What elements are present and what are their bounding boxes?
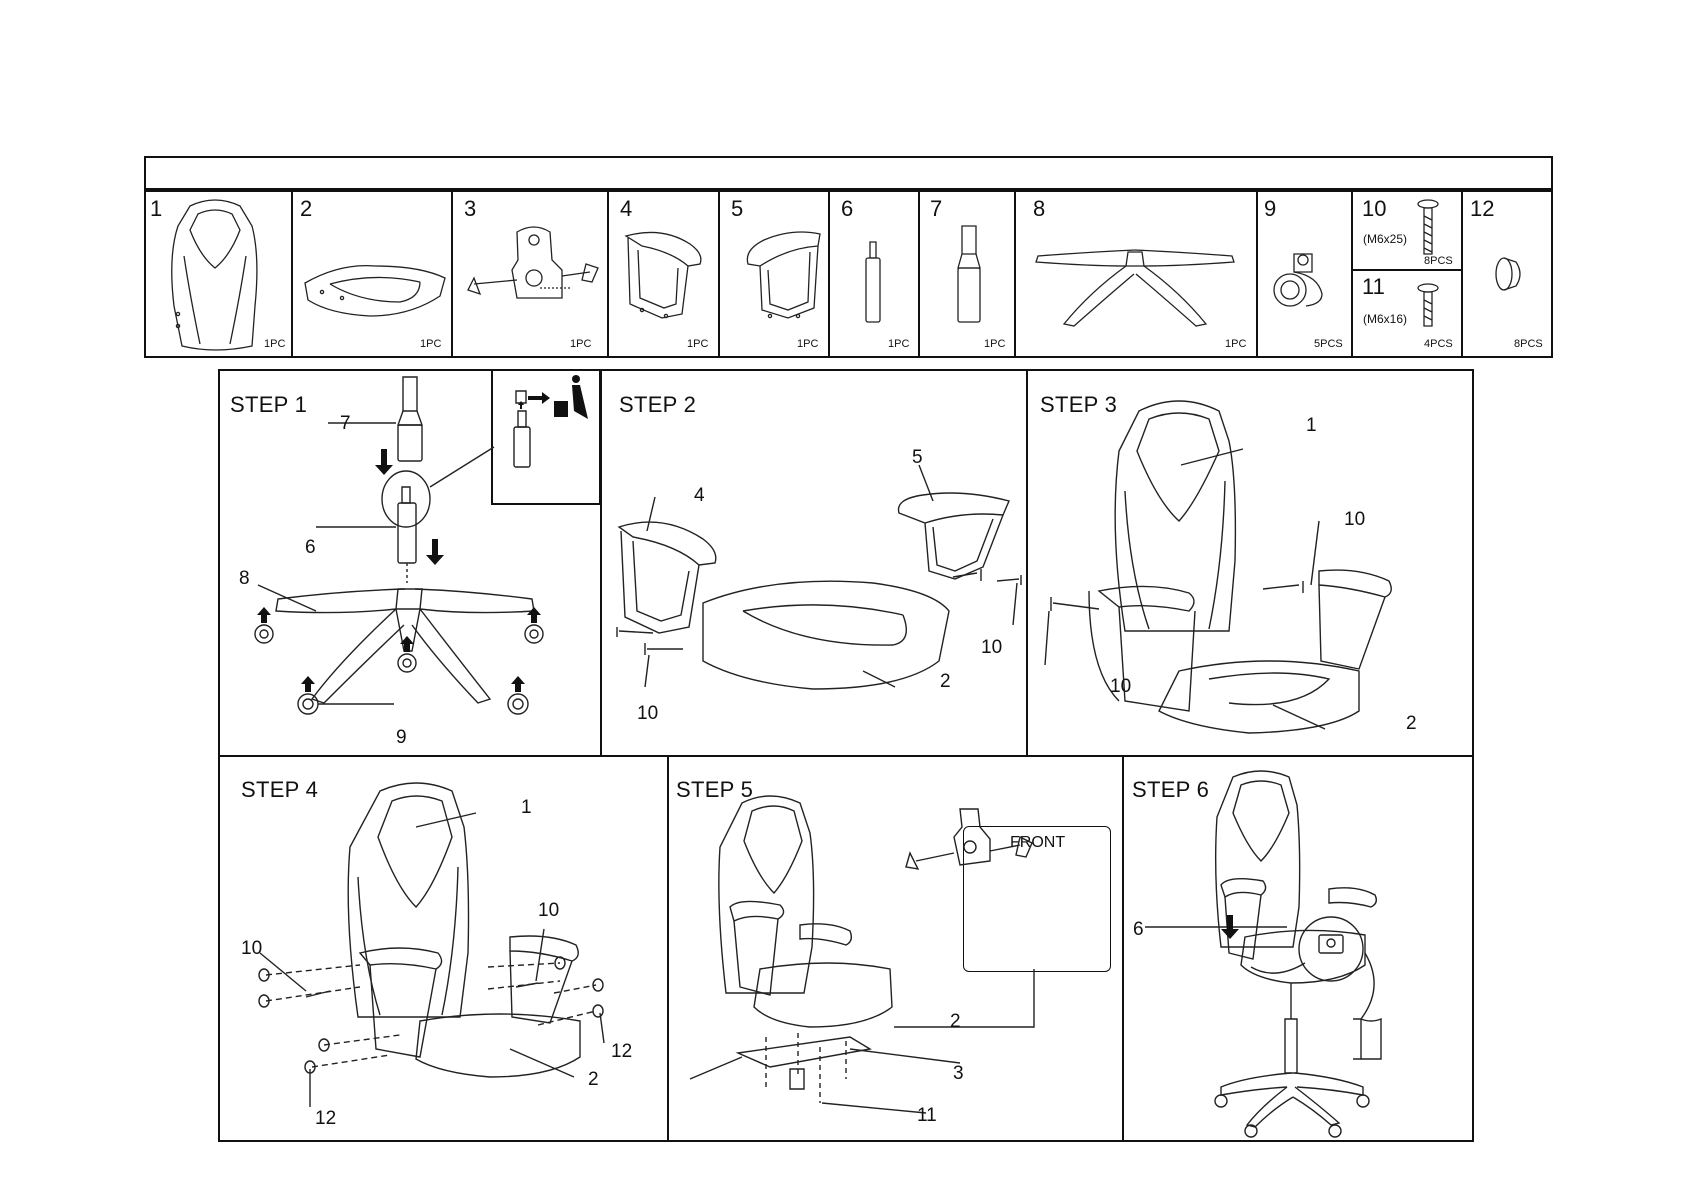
part-number: 9 bbox=[1264, 196, 1277, 221]
step-1-inset-box bbox=[491, 369, 601, 505]
backrest-part-drawing bbox=[160, 196, 270, 354]
parts-divider-horizontal bbox=[1351, 269, 1462, 271]
part-size: (M6x25) bbox=[1363, 232, 1408, 246]
step-2-drawing bbox=[603, 371, 1025, 755]
right-armrest-part-drawing bbox=[736, 224, 824, 324]
gas-lift-cover-part-drawing bbox=[862, 240, 884, 326]
step-2-callout: 5 bbox=[912, 447, 923, 468]
steps-divider bbox=[667, 755, 669, 1142]
parts-divider bbox=[1351, 190, 1353, 358]
step-4-drawing bbox=[220, 757, 666, 1141]
step-2-callout: 10 bbox=[637, 703, 659, 724]
parts-divider bbox=[828, 190, 830, 358]
parts-divider bbox=[1461, 190, 1463, 358]
step-2-callout: 10 bbox=[981, 637, 1003, 658]
step-4-callout: 12 bbox=[315, 1108, 337, 1129]
step-2-callout: 4 bbox=[694, 485, 705, 506]
step-1-callout: 9 bbox=[396, 727, 407, 748]
step-6-callout: 6 bbox=[1133, 919, 1144, 940]
part-number: 1 bbox=[150, 196, 163, 221]
part-qty: 1PC bbox=[797, 338, 819, 350]
part-number: 3 bbox=[464, 196, 477, 221]
parts-divider bbox=[451, 190, 453, 358]
steps-divider-horizontal bbox=[218, 755, 1474, 757]
mechanism-part-drawing bbox=[462, 220, 602, 316]
part-number: 11 bbox=[1362, 274, 1385, 299]
parts-divider bbox=[291, 190, 293, 358]
parts-divider bbox=[1014, 190, 1016, 358]
part-number: 7 bbox=[930, 196, 943, 221]
seat-part-drawing bbox=[300, 258, 450, 322]
step-3-title: STEP 3 bbox=[1040, 392, 1118, 417]
step-1-callout: 8 bbox=[239, 568, 250, 589]
step-4-callout: 10 bbox=[241, 938, 263, 959]
part-qty: 1PC bbox=[687, 338, 709, 350]
step-4-callout: 10 bbox=[538, 900, 560, 921]
step-3-callout: 10 bbox=[1110, 676, 1132, 697]
step-3-callout: 1 bbox=[1306, 415, 1317, 436]
step-2-title: STEP 2 bbox=[619, 392, 697, 417]
gas-lift-part-drawing bbox=[954, 224, 984, 326]
part-number: 8 bbox=[1033, 196, 1046, 221]
step-6-drawing bbox=[1125, 757, 1473, 1141]
part-number: 2 bbox=[300, 196, 313, 221]
parts-divider bbox=[718, 190, 720, 358]
screw-m6x16-drawing bbox=[1416, 282, 1440, 330]
base-part-drawing bbox=[1030, 232, 1240, 330]
parts-divider bbox=[1256, 190, 1258, 358]
step-1-drawing bbox=[220, 375, 588, 755]
screw-m6x25-drawing bbox=[1416, 198, 1440, 256]
steps-divider bbox=[1026, 369, 1028, 756]
parts-divider bbox=[918, 190, 920, 358]
part-number: 10 bbox=[1362, 196, 1387, 221]
part-qty: 1PC bbox=[984, 338, 1006, 350]
step-4-callout: 12 bbox=[611, 1041, 633, 1062]
steps-divider bbox=[1122, 755, 1124, 1142]
caster-part-drawing bbox=[1272, 246, 1334, 316]
step-4-title: STEP 4 bbox=[241, 777, 319, 802]
part-qty: 5PCS bbox=[1314, 338, 1343, 350]
part-size: (M6x16) bbox=[1363, 312, 1408, 326]
step-3-drawing bbox=[1029, 371, 1473, 755]
step-3-callout: 10 bbox=[1344, 509, 1366, 530]
part-qty: 4PCS bbox=[1424, 338, 1453, 350]
cap-part-drawing bbox=[1494, 254, 1528, 294]
part-qty: 1PC bbox=[264, 338, 286, 350]
part-qty: 1PC bbox=[1225, 338, 1247, 350]
step-3-callout: 2 bbox=[1406, 713, 1417, 734]
step-1-title: STEP 1 bbox=[230, 392, 308, 417]
left-armrest-part-drawing bbox=[622, 224, 712, 324]
step-5-callout: 11 bbox=[917, 1105, 937, 1126]
step-5-title: STEP 5 bbox=[676, 777, 754, 802]
parts-table-title-bar bbox=[144, 156, 1553, 190]
step-1-callout: 6 bbox=[305, 537, 316, 558]
part-qty: 8PCS bbox=[1514, 338, 1543, 350]
step-1-callout: 7 bbox=[340, 413, 351, 434]
part-number: 12 bbox=[1470, 196, 1495, 221]
part-number: 6 bbox=[841, 196, 854, 221]
step-6-title: STEP 6 bbox=[1132, 777, 1210, 802]
part-number: 4 bbox=[620, 196, 633, 221]
step-5-drawing bbox=[670, 757, 1120, 1141]
part-qty: 1PC bbox=[570, 338, 592, 350]
step-5-callout: 3 bbox=[953, 1063, 964, 1084]
parts-table bbox=[144, 190, 1553, 358]
step-4-callout: 2 bbox=[588, 1069, 599, 1090]
part-qty: 1PC bbox=[888, 338, 910, 350]
step-4-callout: 1 bbox=[521, 797, 532, 818]
parts-divider bbox=[607, 190, 609, 358]
part-qty: 1PC bbox=[420, 338, 442, 350]
part-qty: 8PCS bbox=[1424, 255, 1453, 267]
step-2-callout: 2 bbox=[940, 671, 951, 692]
steps-divider bbox=[600, 369, 602, 756]
step-5-front-inset bbox=[963, 826, 1111, 972]
step-5-callout: 2 bbox=[950, 1011, 961, 1032]
part-number: 5 bbox=[731, 196, 744, 221]
